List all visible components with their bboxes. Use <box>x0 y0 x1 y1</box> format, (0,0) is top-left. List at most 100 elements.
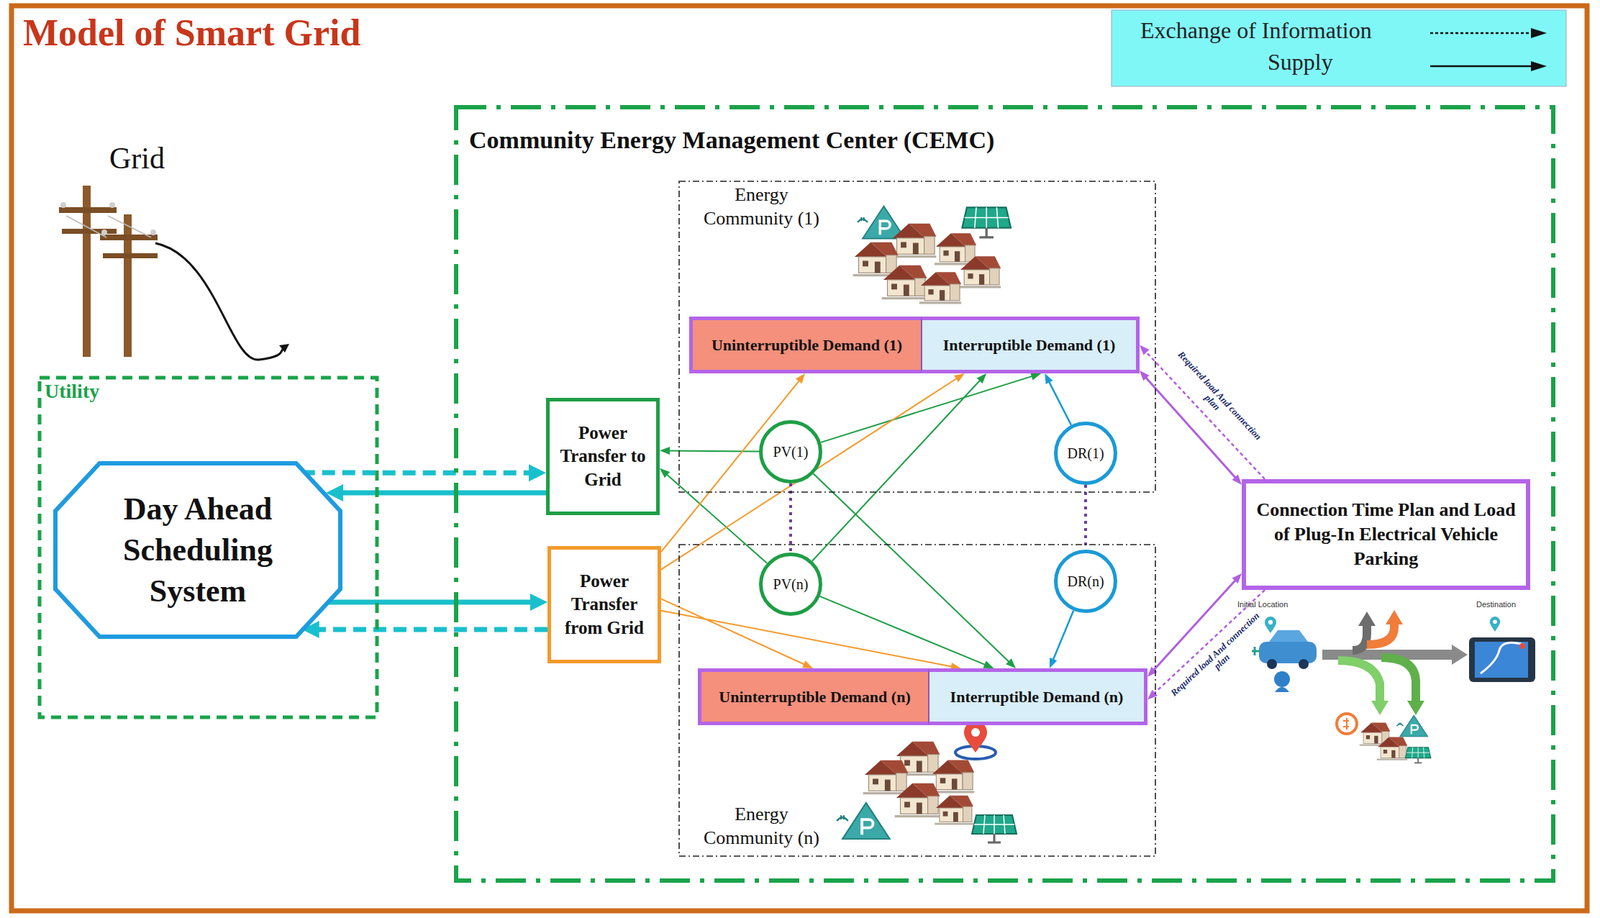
connector <box>813 473 1016 669</box>
node-text: Interruptible Demand (1) <box>928 335 1131 354</box>
connector <box>812 373 987 562</box>
transfer-box: Power Transfer to Grid <box>546 397 660 516</box>
arrowhead <box>1139 345 1150 356</box>
arrowhead <box>982 661 994 669</box>
illustration-part <box>1264 616 1277 634</box>
node-text: Energy Community (n) <box>691 802 832 850</box>
illustration-part <box>1298 658 1309 670</box>
illustration-part <box>853 242 899 276</box>
arrowhead <box>1005 658 1016 669</box>
illustration-part <box>61 228 117 234</box>
outer-frame <box>11 5 1588 911</box>
demand-cell: Uninterruptible Demand (n) <box>697 668 929 726</box>
arrowhead <box>1232 573 1242 584</box>
illustration-part <box>1430 65 1533 68</box>
illustration-part <box>934 233 977 265</box>
connector-line <box>341 489 547 495</box>
connector <box>1139 345 1265 480</box>
connector-line <box>317 626 548 632</box>
transfer-box: Power Transfer from Grid <box>547 546 662 664</box>
illustration-part <box>1358 611 1376 626</box>
utility-region: UtilityDay Ahead Scheduling System <box>37 375 380 720</box>
connector <box>328 593 548 611</box>
illustration-part <box>60 202 67 208</box>
edge-label: Required load And connection plan <box>1165 346 1267 452</box>
node-text: Utility <box>44 379 372 403</box>
arrowhead <box>1030 372 1042 380</box>
connector <box>659 468 767 564</box>
community-box: Energy Community (1)Uninterruptible Dema… <box>678 180 1157 493</box>
legend-text: Exchange of Information <box>1140 17 1372 44</box>
illustration-part <box>836 802 890 839</box>
illustration-part <box>58 207 117 213</box>
node-text: DR(1) <box>1057 445 1114 462</box>
illustration-part <box>894 783 941 817</box>
node-text: Connection Time Plan and Load of Plug-In… <box>1253 497 1519 571</box>
illustration-part <box>1111 10 1567 87</box>
outline-shape <box>456 107 1554 881</box>
illustration-part <box>1266 658 1277 670</box>
arrowhead <box>1139 370 1149 381</box>
connector <box>302 464 547 482</box>
outline-shape <box>679 544 1156 857</box>
node-text: Uninterruptible Demand (1) <box>698 335 916 354</box>
connector-line <box>820 376 1034 443</box>
outline-shape <box>55 463 341 637</box>
connector-line <box>789 483 793 553</box>
arrowhead <box>1049 657 1057 669</box>
connector <box>1147 573 1242 677</box>
outline-shape <box>679 181 1156 493</box>
illustration-part <box>1396 715 1428 736</box>
outline-shape <box>39 377 377 718</box>
illustration-part <box>60 202 157 236</box>
connector <box>661 610 962 671</box>
connector-line <box>1052 610 1074 661</box>
illustration-part <box>1405 747 1431 764</box>
connector-line <box>1145 351 1265 480</box>
illustration-part <box>964 720 988 753</box>
arrowhead <box>1044 373 1053 385</box>
illustration-part <box>1376 737 1408 760</box>
illustration-part <box>1489 616 1500 632</box>
demand-cell: Uninterruptible Demand (1) <box>689 316 921 374</box>
connector <box>1044 373 1072 426</box>
illustration-part <box>279 343 290 353</box>
connector <box>325 484 547 502</box>
connector <box>661 373 965 570</box>
illustration-part <box>100 234 158 241</box>
illustration-part <box>1430 32 1533 35</box>
node-text: PV(n) <box>762 576 819 593</box>
connector <box>820 372 1042 443</box>
connector-line <box>666 474 767 564</box>
utility-poles <box>58 185 290 360</box>
illustration-part <box>1474 641 1529 678</box>
edge-label: Required load And connection plan <box>1166 607 1272 709</box>
arrowhead <box>528 464 547 482</box>
demand-cell: Interruptible Demand (n) <box>928 668 1148 726</box>
illustration-part <box>1519 643 1526 649</box>
connector-line <box>668 450 759 452</box>
illustration-part <box>101 229 108 236</box>
connector-line <box>1153 579 1236 671</box>
connector-line <box>1084 484 1088 550</box>
cemc-region: Community Energy Management Center (CEMC… <box>453 105 1556 883</box>
illustration-part <box>1530 61 1547 72</box>
dr-circle: DR(1) <box>1053 421 1118 485</box>
illustration-part <box>958 256 1001 288</box>
illustration-part <box>1371 700 1389 716</box>
illustration-part <box>971 815 1017 843</box>
connector-line <box>820 596 987 666</box>
node-text: Power Transfer to Grid <box>556 421 649 493</box>
illustration-part <box>961 207 1011 237</box>
node-text: Community Energy Management Center (CEMC… <box>469 126 1556 154</box>
illustration-part <box>1274 671 1290 688</box>
illustration-part <box>1251 646 1261 656</box>
connector-line <box>661 610 953 667</box>
connector-line <box>302 470 531 476</box>
arrowhead <box>659 468 670 478</box>
node-text: Interruptible Demand (n) <box>935 687 1139 706</box>
connector <box>790 483 792 553</box>
arrowhead <box>530 593 548 611</box>
pv-circle: PV(n) <box>758 552 823 616</box>
node-text: PV(1) <box>762 443 819 461</box>
